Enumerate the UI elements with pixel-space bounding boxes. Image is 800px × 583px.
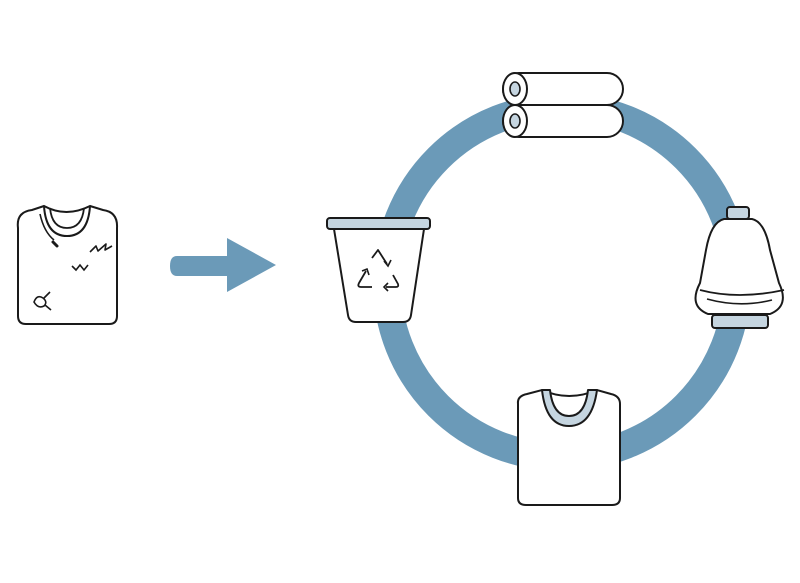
new-tshirt-icon [516, 388, 621, 506]
yarn-spool-icon [694, 206, 785, 329]
recycle-symbol-icon [357, 249, 400, 292]
fabric-rolls-icon [502, 72, 624, 138]
right-arrow-icon [170, 238, 276, 292]
recycle-bin-icon [326, 217, 431, 323]
worn-tshirt-icon [16, 204, 119, 325]
